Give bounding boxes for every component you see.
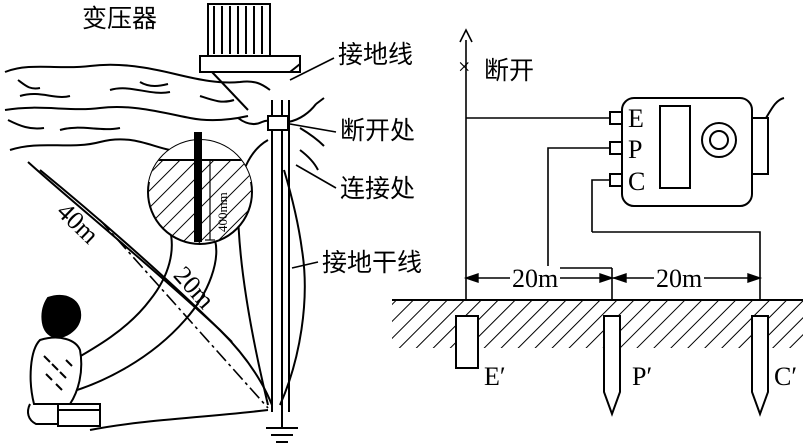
ground-electrode-rod — [194, 132, 202, 242]
connector-lines — [289, 57, 337, 269]
electrode-c — [751, 315, 769, 417]
lead-wire — [287, 97, 325, 123]
electrode-p — [603, 315, 621, 417]
ground-wire-label: 接地线 — [338, 40, 414, 69]
depth-400mm-label: 400mm — [215, 192, 230, 232]
tester-leads — [466, 117, 761, 300]
ground-trunk-label: 接地干线 — [322, 248, 423, 277]
spacing-pc-label: 20m — [654, 264, 705, 293]
electrode-e-label: E′ — [484, 362, 506, 391]
connection-point-label: 连接处 — [340, 174, 416, 203]
measure-line-40m — [99, 219, 269, 409]
depth-detail-circle — [147, 132, 253, 245]
terminal-p-label: P — [628, 135, 643, 164]
soil-surface — [392, 299, 803, 348]
disconnect-label: 断开 — [484, 56, 535, 85]
utility-pole — [271, 100, 290, 412]
disconnected-riser — [459, 28, 473, 300]
earth-tester — [609, 97, 785, 207]
transformer-graphic — [199, 3, 301, 131]
terminal-e-label: E — [628, 104, 644, 133]
electrode-c-label: C′ — [774, 362, 798, 391]
terminal-c-label: C — [628, 167, 646, 196]
open-mark: × — [458, 54, 471, 79]
transformer-label: 变压器 — [82, 4, 158, 33]
worker-figure — [27, 295, 101, 427]
spacing-ep-label: 20m — [510, 264, 561, 293]
electrode-p-label: P′ — [632, 362, 653, 391]
terrain-outline — [4, 63, 325, 171]
electrode-e — [455, 315, 479, 369]
earth-symbol — [266, 412, 298, 443]
disconnect-point-label: 断开处 — [340, 116, 416, 145]
